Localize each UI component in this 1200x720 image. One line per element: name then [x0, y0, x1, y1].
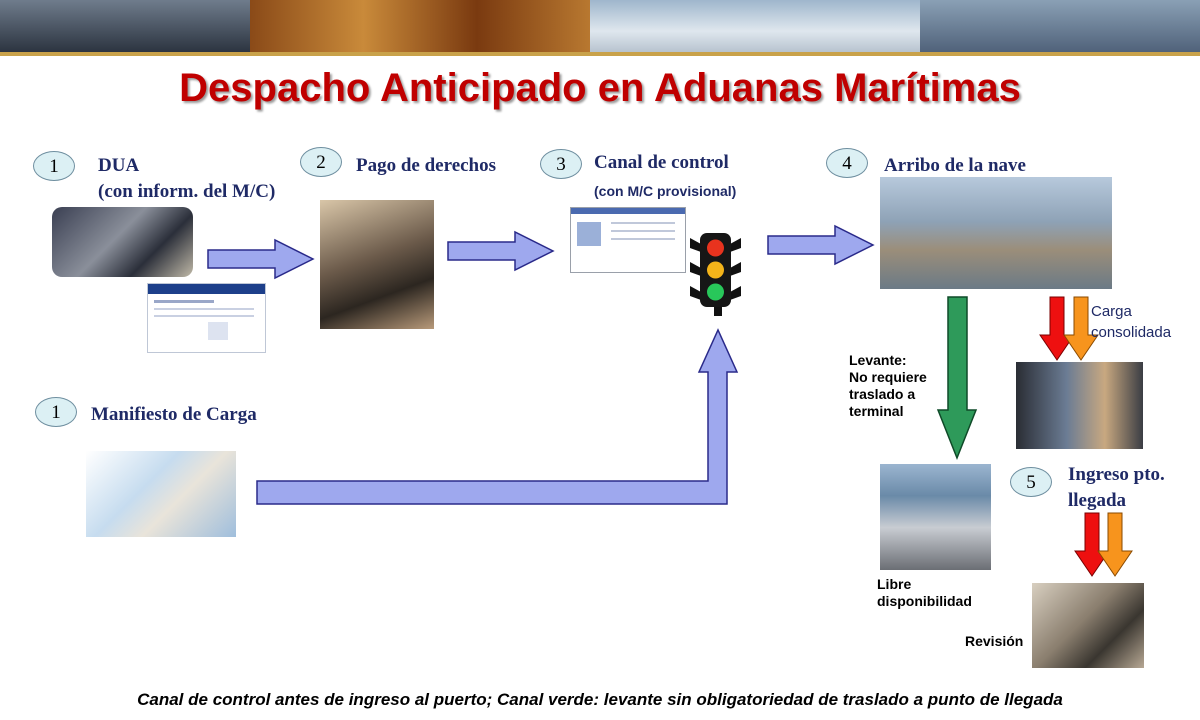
office-meeting-photo [52, 207, 193, 277]
arrow-pago-to-canal [447, 230, 555, 272]
step-badge-canal: 3 [540, 149, 582, 179]
canal-label: Canal de control [594, 152, 729, 173]
step-badge-manifiesto: 1 [35, 397, 77, 427]
banner-divider [0, 52, 1200, 56]
arrow-levante-down [936, 296, 978, 461]
canal-control-screenshot [570, 207, 686, 273]
dua-sublabel: (con inform. del M/C) [98, 181, 276, 202]
teledespacho-web-screenshot [147, 283, 266, 353]
arrow-manifiesto-to-canal [256, 328, 739, 505]
header-banner [0, 0, 1200, 56]
carga-consolidada-label: Carga consolidada [1091, 303, 1172, 341]
manifest-workers-photo [86, 451, 236, 537]
step-badge-pago: 2 [300, 147, 342, 177]
arrow-ingreso-red [1074, 512, 1110, 577]
terminal-building-photo [880, 464, 991, 570]
footer-caption: Canal de control antes de ingreso al pue… [137, 690, 1063, 709]
step-badge-dua: 1 [33, 151, 75, 181]
libre-disponibilidad-label: Libre disponibilidad [877, 576, 972, 609]
container-unloading-photo [1016, 362, 1143, 449]
revision-label: Revisión [965, 633, 1024, 649]
dua-label: DUA [98, 155, 140, 176]
step-badge-ingreso: 5 [1010, 467, 1052, 497]
port-aerial-photo [880, 177, 1112, 289]
arrow-dua-to-pago [207, 238, 315, 280]
revision-office-photo [1032, 583, 1144, 668]
page-title: Despacho Anticipado en Aduanas Marítimas [179, 66, 1021, 110]
step-badge-arribo: 4 [826, 148, 868, 178]
ingreso-label: Ingreso pto. [1068, 464, 1165, 485]
arribo-label: Arribo de la nave [884, 155, 1026, 176]
levante-label: Levante: No requiere traslado a terminal [849, 352, 927, 419]
traffic-light-icon [690, 233, 741, 316]
banner-containers-photo [250, 0, 590, 52]
arrow-carga-red [1039, 296, 1075, 361]
banner-ship-photo [920, 0, 1200, 52]
manifiesto-label: Manifiesto de Carga [91, 404, 257, 425]
banner-airplane-photo [590, 0, 920, 52]
arrow-ingreso-orange [1097, 512, 1133, 577]
arrow-canal-to-arribo [767, 224, 875, 266]
payment-photo [320, 200, 434, 329]
pago-label: Pago de derechos [356, 155, 497, 176]
banner-truck-photo [0, 0, 250, 52]
arrow-carga-orange [1063, 296, 1099, 361]
canal-sublabel: (con M/C provisional) [594, 183, 737, 199]
ingreso-sublabel: llegada [1068, 490, 1127, 511]
